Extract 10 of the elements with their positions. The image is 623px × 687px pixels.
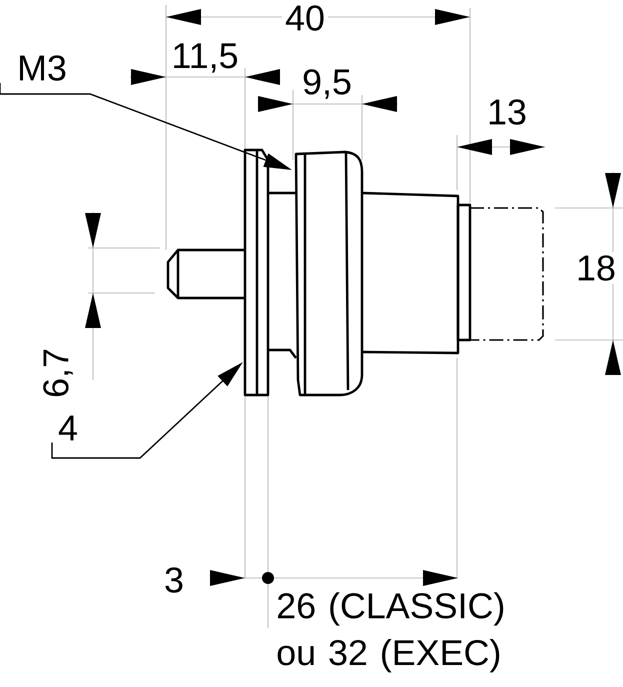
dimension-label: 6,7 xyxy=(40,345,76,401)
dimension-label: 26 (CLASSIC) ou 32 (EXEC) xyxy=(278,592,504,672)
dimension-label: 3 xyxy=(161,564,187,596)
dimension-label: 18 xyxy=(573,252,619,284)
dimension-label: 11,5 xyxy=(168,40,242,76)
dimension-label: 9,5 xyxy=(299,66,355,102)
callout-label: 4 xyxy=(58,416,77,440)
callout-label: M3 xyxy=(20,55,66,81)
dimension-label: 40 xyxy=(282,2,328,34)
dimension-label: 13 xyxy=(484,96,530,128)
